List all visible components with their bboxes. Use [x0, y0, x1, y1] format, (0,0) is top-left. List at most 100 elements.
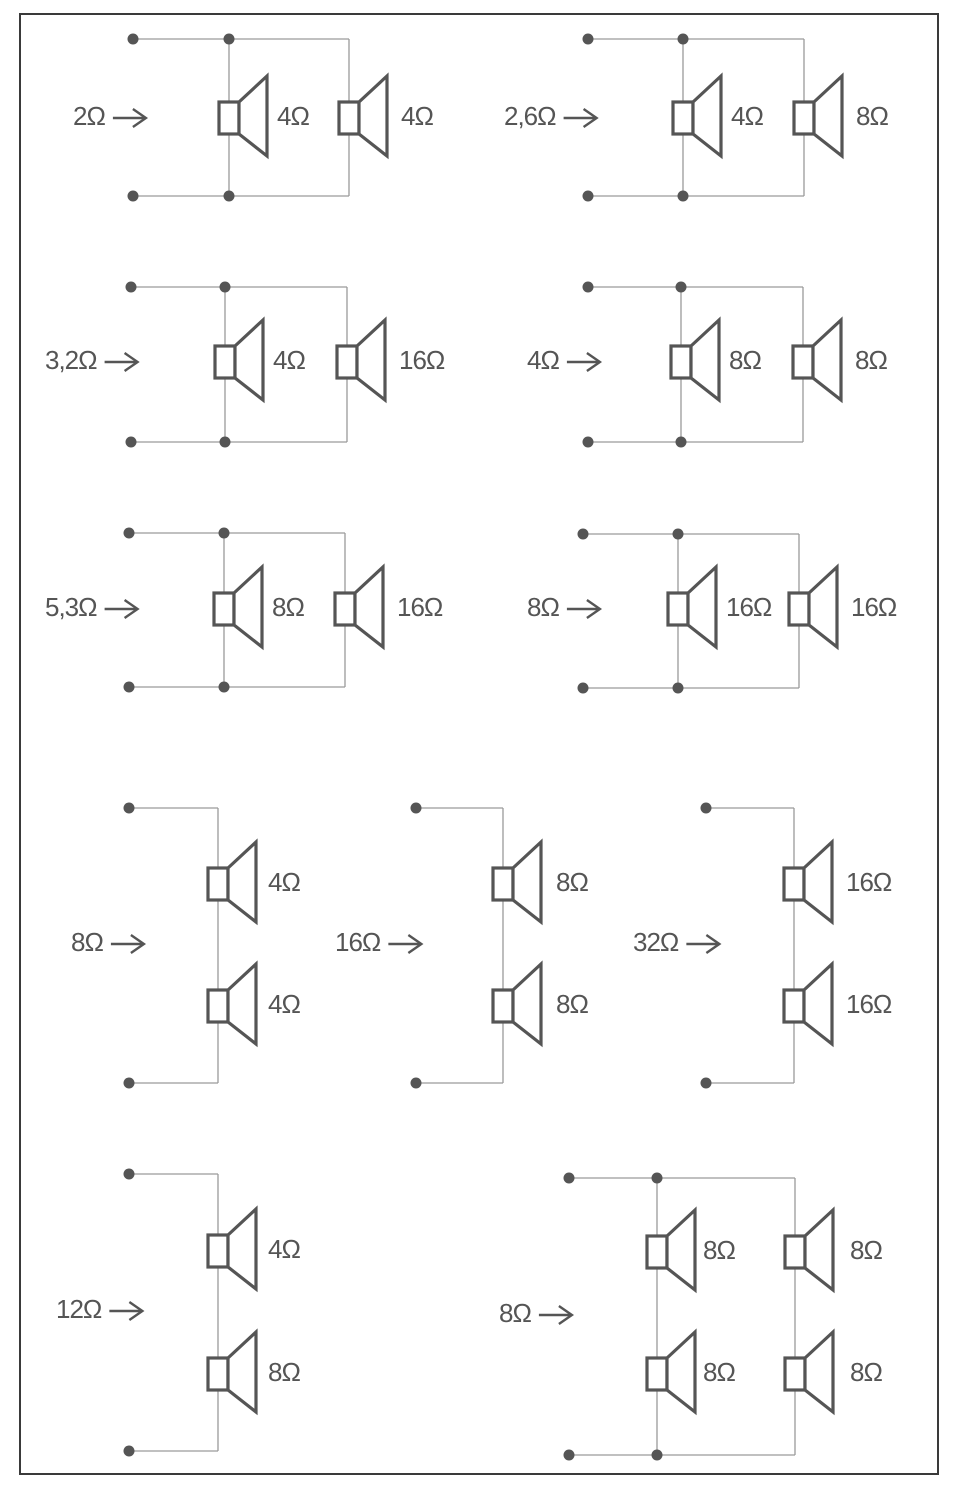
speaker-impedance-label: 16Ω	[846, 867, 892, 897]
speaker-impedance-label: 4Ω	[401, 101, 433, 131]
speaker-icon	[206, 838, 258, 926]
speaker-icon	[671, 72, 723, 160]
speaker-magnet	[783, 1356, 807, 1392]
speaker-icon	[783, 1328, 835, 1416]
speaker-icon	[782, 838, 834, 926]
speaker-magnet	[337, 100, 361, 136]
speaker-cone	[803, 1206, 835, 1294]
speaker-cone	[665, 1328, 697, 1416]
arrow-right-icon	[686, 934, 722, 954]
speaker-magnet	[783, 1234, 807, 1270]
speaker-impedance-label: 8Ω	[703, 1235, 735, 1265]
speaker-icon	[666, 563, 718, 651]
speaker-cone	[686, 563, 718, 651]
speaker-cone	[665, 1206, 697, 1294]
terminal-dot	[123, 802, 135, 814]
speaker-impedance-label: 8Ω	[850, 1357, 882, 1387]
terminal-dot	[675, 436, 687, 448]
speaker-cone	[357, 72, 389, 160]
terminal-dot	[127, 190, 139, 202]
total-impedance-label: 2Ω	[73, 101, 105, 131]
speaker-impedance-label: 4Ω	[273, 345, 305, 375]
terminal-dot	[582, 33, 594, 45]
speaker-cone	[511, 838, 543, 926]
speaker-cone	[233, 316, 265, 404]
terminal-dot	[127, 33, 139, 45]
speaker-cone	[226, 1328, 258, 1416]
speaker-cone	[511, 960, 543, 1048]
terminal-dot	[563, 1449, 575, 1461]
speaker-cone	[802, 838, 834, 926]
speaker-magnet	[669, 344, 693, 380]
speaker-icon	[491, 960, 543, 1048]
terminal-dot	[219, 436, 231, 448]
total-impedance-label: 3,2Ω	[45, 345, 97, 375]
terminal-dot	[582, 281, 594, 293]
arrow-right-icon	[388, 934, 424, 954]
arrow-right-icon	[566, 599, 603, 619]
speaker-impedance-label: 8Ω	[855, 345, 887, 375]
speaker-cone	[811, 316, 843, 404]
terminal-dot	[675, 281, 687, 293]
speaker-icon	[212, 563, 264, 651]
speaker-impedance-label: 4Ω	[268, 1234, 300, 1264]
terminal-dot	[677, 190, 689, 202]
total-impedance-label: 5,3Ω	[45, 592, 97, 622]
terminal-dot	[125, 436, 137, 448]
arrow-right-icon	[112, 108, 149, 128]
speaker-magnet	[206, 1233, 230, 1269]
speaker-cone	[226, 1205, 258, 1293]
terminal-dot	[563, 1172, 575, 1184]
speaker-cone	[237, 72, 269, 160]
speaker-magnet	[645, 1234, 669, 1270]
speaker-magnet	[782, 988, 806, 1024]
total-impedance-label: 8Ω	[499, 1298, 531, 1328]
speaker-magnet	[782, 866, 806, 902]
arrow-right-icon	[109, 1301, 145, 1321]
terminal-dot	[123, 527, 135, 539]
total-impedance-label: 8Ω	[71, 927, 103, 957]
total-impedance-label: 16Ω	[335, 927, 381, 957]
speaker-impedance-label: 4Ω	[731, 101, 763, 131]
speaker-impedance-label: 16Ω	[726, 592, 772, 622]
terminal-dot	[125, 281, 137, 293]
speaker-magnet	[787, 591, 811, 627]
speaker-cone	[812, 72, 844, 160]
speaker-icon	[645, 1206, 697, 1294]
speaker-impedance-label: 4Ω	[268, 867, 300, 897]
speaker-icon	[792, 72, 844, 160]
speaker-impedance-label: 8Ω	[272, 592, 304, 622]
terminal-dot	[651, 1172, 663, 1184]
terminal-dot	[218, 681, 230, 693]
speaker-magnet	[792, 100, 816, 136]
terminal-dot	[577, 682, 589, 694]
speaker-magnet	[491, 866, 515, 902]
arrow-right-icon	[563, 108, 599, 128]
speaker-icon	[333, 563, 385, 651]
speaker-icon	[791, 316, 843, 404]
terminal-dot	[651, 1449, 663, 1461]
terminal-dot	[218, 527, 230, 539]
circuit-series-4-4: 4Ω 4Ω 8Ω	[71, 802, 301, 1089]
speaker-cone	[226, 838, 258, 926]
speaker-impedance-label: 16Ω	[851, 592, 897, 622]
total-impedance-label: 8Ω	[527, 592, 559, 622]
terminal-dot	[677, 33, 689, 45]
speaker-impedance-label: 4Ω	[268, 989, 300, 1019]
speaker-cone	[353, 563, 385, 651]
speaker-icon	[783, 1206, 835, 1294]
speaker-magnet	[335, 344, 359, 380]
terminal-dot	[410, 802, 422, 814]
arrow-right-icon	[104, 352, 140, 372]
speaker-magnet	[791, 344, 815, 380]
terminal-dot	[700, 1077, 712, 1089]
total-impedance-label: 12Ω	[56, 1294, 102, 1324]
speaker-magnet	[666, 591, 690, 627]
speaker-impedance-label: 16Ω	[397, 592, 443, 622]
